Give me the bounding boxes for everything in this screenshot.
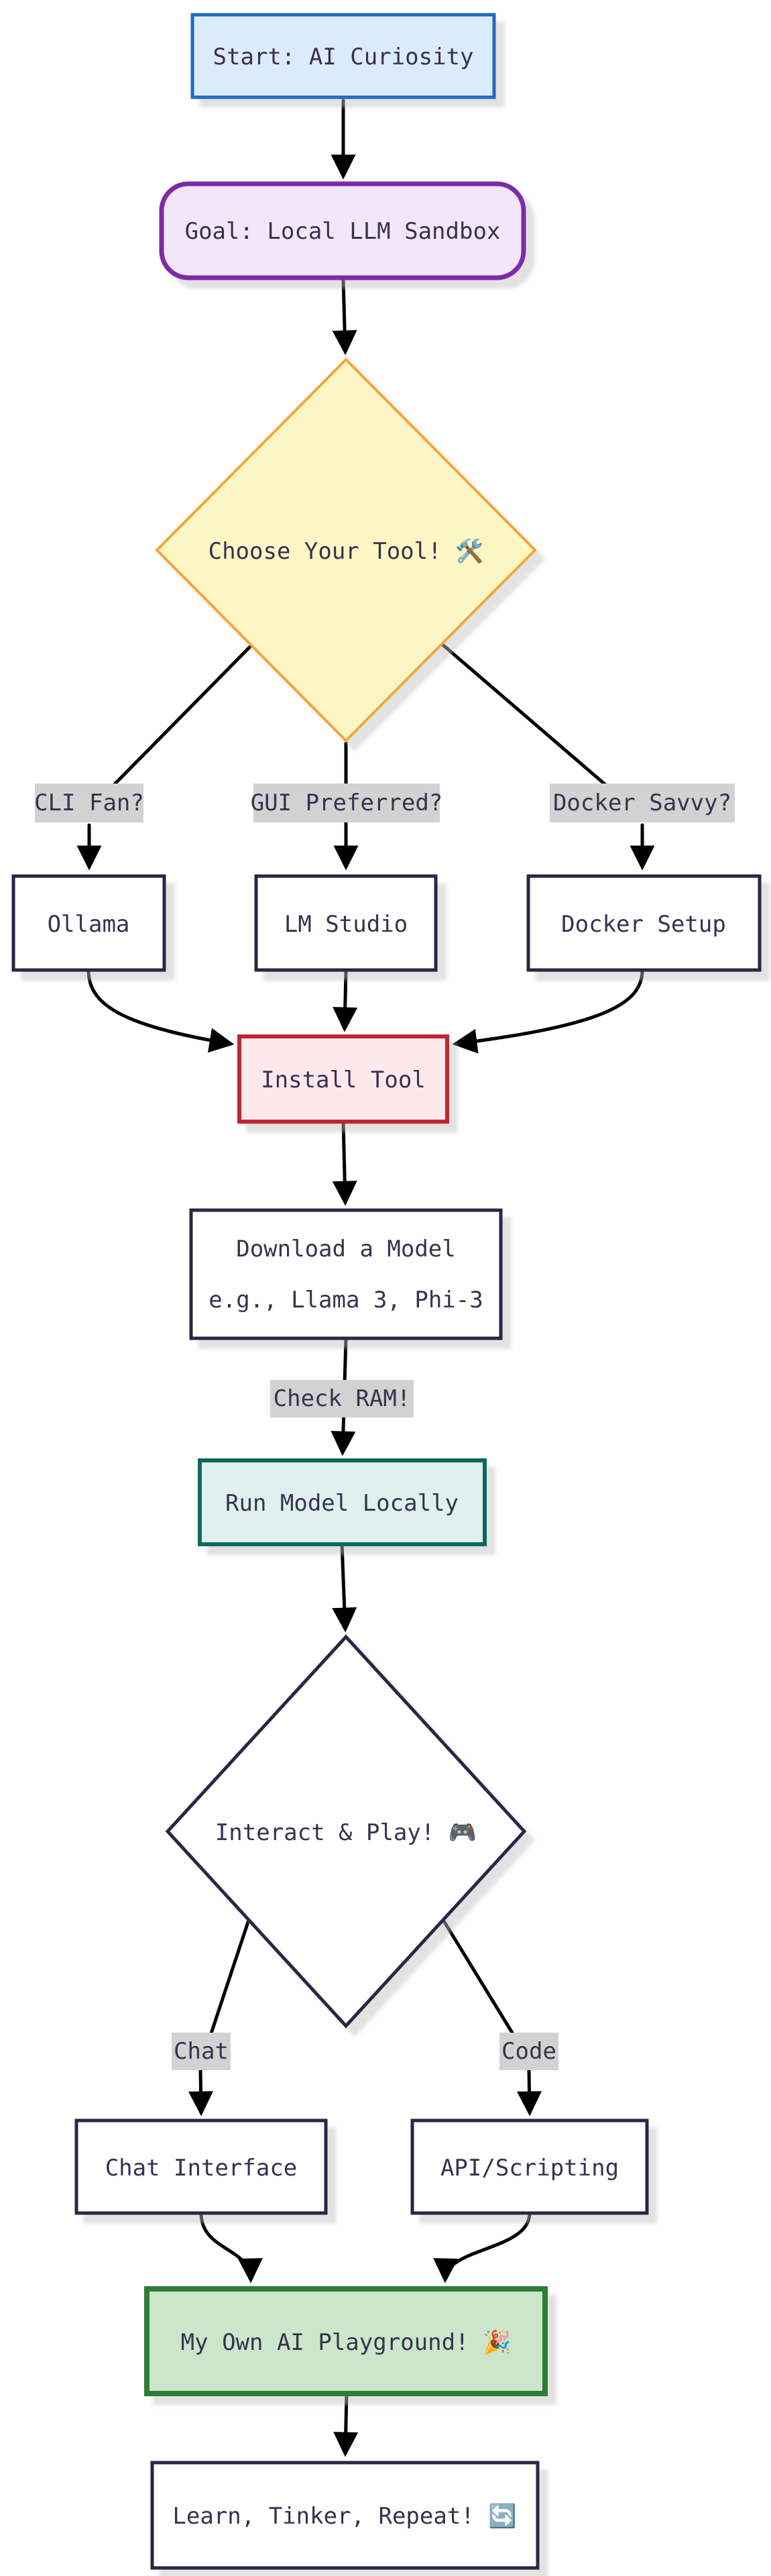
node-start — [190, 13, 496, 99]
nodes-layer: Start: AI Curiosity Goal: Local LLM Sand… — [11, 13, 762, 2570]
edge-label-chat-bg — [172, 2033, 231, 2070]
edge-api-playground — [433, 2211, 532, 2284]
decision-interact-play — [165, 1634, 527, 2029]
edge-lmstudio-install — [333, 968, 358, 1032]
edge-ollama-install — [86, 968, 235, 1053]
node-download-model-line2: e.g., Llama 3, Phi-3 — [209, 1287, 483, 1313]
decision-choose-tool-label: Choose Your Tool! 🛠️ — [209, 537, 484, 565]
edge-chat-chatui — [188, 2068, 213, 2116]
node-goal — [159, 181, 526, 280]
edge-interact-chat-upper — [207, 1918, 251, 2041]
edge-chatui-playground — [199, 2211, 263, 2284]
node-lm-studio-label: LM Studio — [284, 911, 408, 938]
node-run-model-label: Run Model Locally — [225, 1490, 459, 1517]
edge-label-docker-savvy: Docker Savvy? — [553, 790, 731, 816]
node-install-tool — [237, 1034, 449, 1124]
node-learn-repeat-label: Learn, Tinker, Repeat! 🔄 — [172, 2503, 516, 2530]
edge-playground-learn — [333, 2392, 359, 2457]
node-lm-studio — [254, 874, 438, 972]
decision-choose-tool — [155, 358, 537, 743]
edge-goal-choose — [332, 278, 357, 356]
node-api-scripting-label: API/Scripting — [440, 2155, 619, 2182]
node-docker-setup-label: Docker Setup — [561, 911, 726, 938]
node-goal-label: Goal: Local LLM Sandbox — [185, 218, 501, 245]
edge-code-api — [517, 2068, 542, 2116]
edge-label-check-ram: Check RAM! — [274, 1385, 411, 1412]
edge-labels-layer: CLI Fan? GUI Preferred? Docker Savvy? Ch… — [34, 784, 735, 2070]
node-playground-label: My Own AI Playground! 🎉 — [181, 2329, 512, 2356]
edge-label-gui-bg — [253, 784, 440, 822]
edge-label-check-ram-bg — [270, 1380, 414, 1417]
node-learn-repeat — [150, 2461, 540, 2570]
node-download-model-line1: Download a Model — [236, 1236, 456, 1263]
node-playground — [144, 2286, 548, 2396]
edge-label-cli: CLI Fan? — [34, 790, 144, 816]
edge-label-gui: GUI Preferred? — [251, 790, 443, 816]
node-api-scripting — [410, 2118, 649, 2215]
edge-install-download — [332, 1120, 357, 1206]
node-download-model — [189, 1208, 503, 1340]
node-ollama-label: Ollama — [48, 911, 130, 938]
edge-interact-code-upper — [441, 1918, 518, 2041]
node-chat-interface — [74, 2118, 328, 2215]
edge-choose-docker-upper — [440, 642, 615, 794]
node-start-label: Start: AI Curiosity — [213, 44, 474, 70]
node-docker-setup — [526, 874, 762, 972]
edge-label-cli-bg — [35, 784, 143, 822]
node-install-tool-label: Install Tool — [261, 1067, 426, 1093]
edge-label-code: Code — [501, 2038, 556, 2065]
edge-run-interact — [332, 1542, 357, 1633]
edges-layer — [76, 99, 655, 2457]
node-run-model — [198, 1458, 487, 1546]
decision-interact-play-label: Interact & Play! 🎮 — [215, 1819, 477, 1846]
edge-docker-install — [452, 968, 644, 1054]
edge-label-code-bg — [499, 2033, 558, 2070]
edge-choose-cli-upper — [105, 643, 253, 794]
node-ollama — [11, 874, 166, 972]
edge-label-docker-savvy-bg — [550, 784, 735, 822]
edge-label-chat: Chat — [174, 2038, 229, 2065]
node-chat-interface-label: Chat Interface — [105, 2155, 298, 2182]
